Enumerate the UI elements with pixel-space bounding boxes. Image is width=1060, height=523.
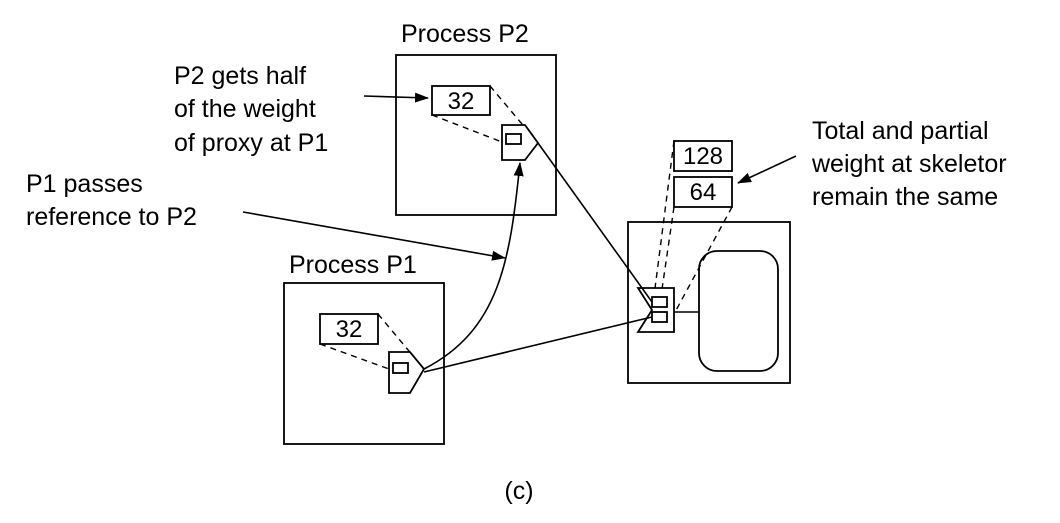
- skeleton-slot-upper: [651, 296, 668, 308]
- process-p1-title: Process P1: [289, 251, 417, 279]
- skeleton-partial-box: [673, 176, 733, 208]
- process-p2-proxy-slot: [505, 133, 522, 145]
- figure-caption: (c): [504, 477, 533, 505]
- skeleton-dash-partial-left: [660, 206, 675, 297]
- annotation-p1-passes: P1 passes reference to P2: [26, 170, 506, 261]
- process-p1-weight-box: [319, 313, 379, 345]
- p1-to-p2-pass-arrow: [423, 162, 524, 370]
- process-p2-weight: 32: [448, 88, 475, 115]
- annotation-total-partial-line2: weight at skeletor: [811, 150, 1007, 178]
- p1-proxy-to-skeleton-line: [423, 316, 653, 373]
- annotation-p2-half-line3: of proxy at P1: [174, 129, 328, 157]
- annotation-p1-passes-line1: P1 passes: [26, 170, 143, 198]
- annotation-total-partial: Total and partial weight at skeletor rem…: [737, 117, 1007, 211]
- annotation-p1-passes-arrow: [242, 211, 506, 261]
- object-shape: [698, 250, 779, 372]
- skeleton-dash-total: [653, 140, 675, 297]
- skeleton-total-box: [673, 140, 733, 172]
- process-p1-proxy-slot: [392, 362, 409, 374]
- annotation-p2-half-line1: P2 gets half: [174, 62, 306, 90]
- p2-dash-lower: [431, 114, 503, 143]
- skeleton-dash-partial-right: [673, 206, 733, 315]
- annotation-total-partial-arrow: [737, 155, 797, 184]
- annotation-p2-half-arrow: [363, 92, 429, 103]
- annotation-p1-passes-line2: reference to P2: [26, 203, 197, 231]
- process-p2-title: Process P2: [401, 20, 529, 48]
- p1-dash-lower: [319, 343, 390, 370]
- p2-dash-upper: [489, 85, 539, 144]
- skeleton-process: 128 64: [627, 140, 791, 384]
- skeleton-slot-lower: [651, 311, 668, 323]
- annotation-total-partial-line1: Total and partial: [812, 117, 989, 145]
- process-p1: Process P1 32: [283, 251, 445, 445]
- annotation-total-partial-line3: remain the same: [812, 183, 998, 211]
- p2-proxy-to-skeleton-line: [537, 142, 653, 303]
- annotation-p2-half: P2 gets half of the weight of proxy at P…: [174, 62, 429, 157]
- process-p2-weight-box: [431, 85, 491, 116]
- skeleton-total-weight: 128: [683, 143, 723, 170]
- annotation-p2-half-line2: of the weight: [174, 95, 316, 123]
- skeleton-partial-weight: 64: [690, 179, 717, 206]
- process-p2: Process P2 32: [395, 20, 557, 216]
- process-p1-weight: 32: [336, 316, 363, 343]
